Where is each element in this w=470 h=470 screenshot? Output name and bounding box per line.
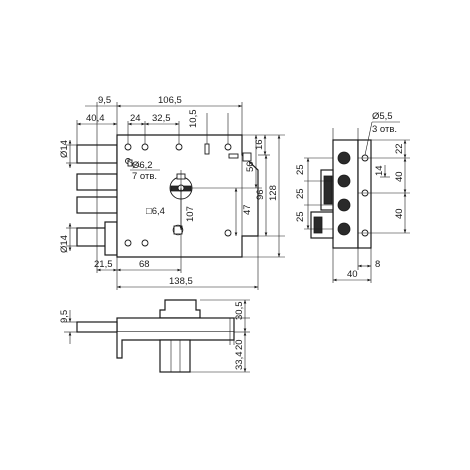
front-bottom-dims: 21,5 68 138,5 <box>94 236 259 290</box>
dim-20: 20 <box>234 339 245 350</box>
bolt-face-4 <box>337 222 351 236</box>
label-3-holes: 3 отв. <box>372 124 397 135</box>
dim-40-b: 40 <box>394 208 405 219</box>
dim-96: 96 <box>255 189 266 200</box>
mounting-holes <box>124 143 252 247</box>
dim-10-5: 10,5 <box>188 110 199 129</box>
label-hole-5-5: Ø5,5 <box>372 111 393 122</box>
dim-d14-top: Ø14 <box>59 140 70 158</box>
dim-40-a: 40 <box>394 171 405 182</box>
dim-30-5: 30,5 <box>234 302 245 321</box>
dim-9-5: 9,5 <box>98 95 111 106</box>
front-right-dims: 16 56 96 128 <box>242 134 285 258</box>
dim-47: 47 <box>242 204 253 215</box>
dim-21-5: 21,5 <box>94 259 113 270</box>
bolt-face-3 <box>337 198 351 212</box>
bottom-view: 9,5 30,5 20 33,4 <box>59 299 250 373</box>
side-view: Ø5,5 3 отв. 25 25 25 22 14 40 40 40 8 <box>295 111 410 283</box>
dim-106-5: 106,5 <box>158 95 182 106</box>
dim-56: 56 <box>245 161 256 172</box>
dim-40-4: 40,4 <box>86 113 105 124</box>
dim-32-5: 32,5 <box>152 113 171 124</box>
dim-d14-bottom: Ø14 <box>59 235 70 253</box>
label-7-holes: 7 отв. <box>132 171 157 182</box>
dim-138-5: 138,5 <box>169 276 193 287</box>
dim-16: 16 <box>254 139 265 150</box>
dim-9-5-bottom: 9,5 <box>59 310 70 323</box>
dim-22: 22 <box>394 143 405 154</box>
cylinder-housing <box>159 299 201 319</box>
dim-25-a: 25 <box>295 164 306 175</box>
bolt-face-1 <box>337 151 351 165</box>
dim-128: 128 <box>268 185 279 201</box>
case-top-plate <box>116 317 235 333</box>
spindle-square-hole <box>173 225 183 235</box>
dim-25-c: 25 <box>295 211 306 222</box>
dim-8: 8 <box>375 259 380 270</box>
front-inner-labels: Ø6,2 7 отв. □6,4 107 47 <box>127 160 262 236</box>
dim-33-4: 33,4 <box>234 352 245 371</box>
dim-24: 24 <box>130 113 141 124</box>
bolts-left <box>76 137 118 256</box>
front-top-dims: 9,5 106,5 24 32,5 10,5 40,4 <box>76 95 243 145</box>
dim-25-b: 25 <box>295 188 306 199</box>
front-left-dims: Ø14 Ø14 <box>59 140 77 253</box>
label-hole-6-2: Ø6,2 <box>132 160 153 171</box>
dim-107: 107 <box>185 206 196 222</box>
dim-40: 40 <box>347 269 358 280</box>
dim-14: 14 <box>374 165 385 176</box>
bolt-face-2 <box>337 174 351 188</box>
front-view: 9,5 106,5 24 32,5 10,5 40,4 Ø14 Ø1 <box>59 95 285 290</box>
label-square-6-4: □6,4 <box>146 206 165 217</box>
dim-68: 68 <box>139 259 150 270</box>
